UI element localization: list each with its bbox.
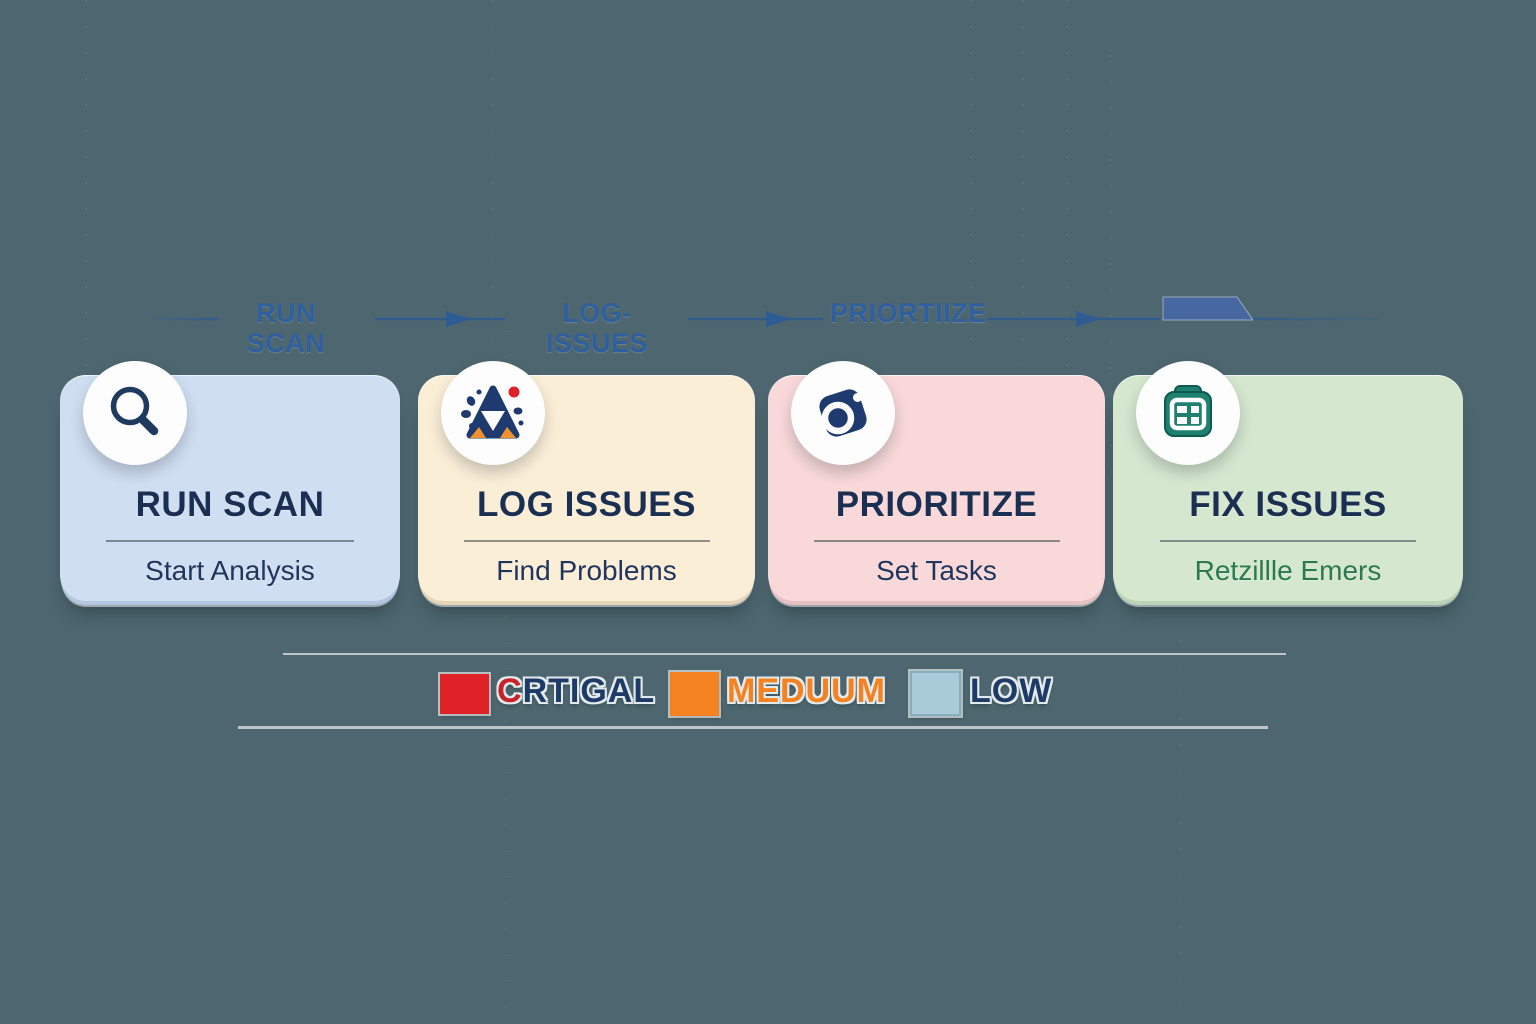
guide-line xyxy=(1022,0,1024,365)
card-subtitle: Find Problems xyxy=(496,555,677,586)
card-divider xyxy=(1160,540,1416,542)
card-title: LOG ISSUES xyxy=(477,485,696,524)
card-subtitle: Set Tasks xyxy=(876,555,997,586)
guide-line xyxy=(1110,55,1112,475)
card-title: RUN SCAN xyxy=(135,485,325,524)
flow-arrows xyxy=(150,296,1382,327)
icon-badge xyxy=(441,361,545,465)
triangle-bug-logo-icon xyxy=(461,385,524,439)
legend-divider-top xyxy=(283,653,1286,655)
step-card-run-scan: RUN SCAN Start Analysis xyxy=(60,361,400,601)
critical-swatch xyxy=(440,674,489,714)
icon-badge xyxy=(791,361,895,465)
card-title: PRIORITIZE xyxy=(835,485,1038,524)
flow-label-log-issues: LOG-ISSUES xyxy=(545,298,649,358)
low-label: LOW xyxy=(970,672,1053,710)
tag-icon xyxy=(819,389,867,437)
card-divider xyxy=(105,540,355,542)
legend-divider-bottom xyxy=(238,726,1268,729)
icon-badge xyxy=(1136,361,1240,465)
critical-label-rest: RTIGAL xyxy=(522,672,656,710)
guide-line xyxy=(1180,640,1182,1024)
flow-label-run-scan: RUN SCAN xyxy=(246,298,326,358)
arrowhead-icon xyxy=(446,311,470,327)
guide-line xyxy=(505,330,507,1020)
critical-label-first-letter: C xyxy=(497,672,523,710)
card-subtitle: Start Analysis xyxy=(145,555,315,586)
critical-label: CRTIGAL xyxy=(497,672,655,711)
medium-label: MEDUUM xyxy=(727,672,886,710)
card-title: FIX ISSUES xyxy=(1189,485,1387,524)
calendar-grid-icon xyxy=(1164,385,1212,437)
guide-line xyxy=(492,0,494,340)
card-divider xyxy=(463,540,710,542)
step-card-log-issues: LOG ISSUES Find Problems xyxy=(418,361,755,601)
medium-swatch xyxy=(670,672,719,716)
guide-line xyxy=(1066,0,1068,480)
guide-line xyxy=(970,0,972,360)
redacted-block xyxy=(1162,296,1254,321)
card-subtitle: Retzillle Emers xyxy=(1194,555,1382,586)
step-card-fix-issues: FIX ISSUES Retzillle Emers xyxy=(1113,361,1463,601)
arrowhead-icon xyxy=(1076,311,1100,327)
step-card-prioritize: PRIORITIZE Set Tasks xyxy=(768,361,1105,601)
card-divider xyxy=(813,540,1060,542)
flow-label-prioritize: PRIORTIIZE xyxy=(830,298,987,328)
arrowhead-icon xyxy=(766,311,790,327)
magnifier-icon xyxy=(110,386,159,436)
guide-line xyxy=(85,0,87,620)
icon-badge xyxy=(83,361,187,465)
low-swatch xyxy=(910,671,961,716)
